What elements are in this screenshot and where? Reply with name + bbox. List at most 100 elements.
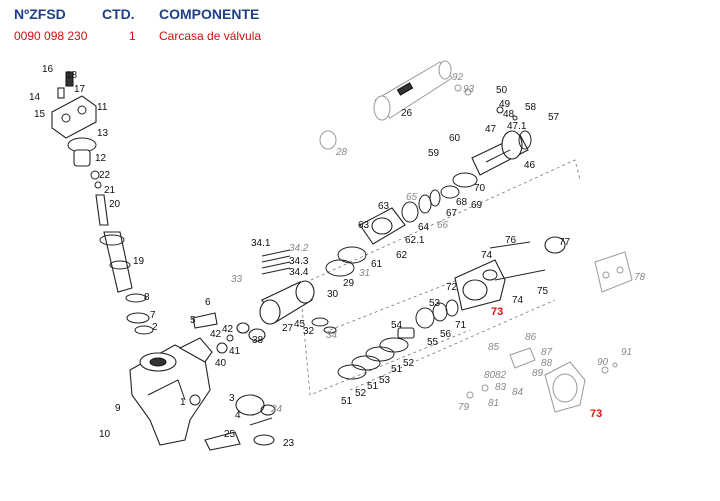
callout-27: 27 — [282, 323, 294, 334]
valve-housing-lower — [466, 347, 618, 413]
callout-84: 84 — [512, 387, 524, 398]
callout-17: 17 — [74, 84, 86, 95]
callout-42b: 42 — [210, 329, 222, 340]
callout-53: 53 — [429, 298, 441, 309]
callout-28: 28 — [335, 147, 348, 158]
callout-33: 33 — [231, 274, 243, 285]
row-part-number: 0090 098 230 — [14, 29, 88, 43]
callout-30: 30 — [327, 289, 339, 300]
callout-80: 80 — [484, 370, 496, 381]
callout-23: 23 — [283, 438, 295, 449]
callout-20: 20 — [109, 199, 121, 210]
sector-shaft-parts — [204, 394, 276, 451]
callout-4: 4 — [235, 410, 241, 421]
callout-54: 54 — [391, 320, 403, 331]
callout-76: 76 — [505, 235, 517, 246]
valve-housing-upper — [397, 236, 566, 339]
callout-34: 34 — [326, 330, 338, 341]
callout-8: 8 — [144, 292, 150, 303]
callout-75: 75 — [537, 286, 549, 297]
callout-83: 83 — [495, 382, 507, 393]
callout-77: 77 — [559, 237, 571, 248]
callout-93: 93 — [463, 84, 475, 95]
callout-32: 32 — [303, 326, 315, 337]
callout-34.2: 34.2 — [289, 243, 309, 254]
callout-41: 41 — [229, 346, 241, 357]
callout-12: 12 — [95, 153, 107, 164]
callout-14: 14 — [29, 92, 41, 103]
steering-shaft — [90, 170, 133, 293]
callout-60: 60 — [449, 133, 461, 144]
callout-40: 40 — [215, 358, 227, 369]
callout-47: 47 — [485, 124, 497, 135]
callout-38: 38 — [252, 335, 264, 346]
callout-52b: 52 — [355, 388, 367, 399]
callout-71: 71 — [455, 320, 467, 331]
callout-3: 3 — [229, 393, 235, 404]
valve-cover-assembly — [51, 71, 97, 167]
header-part-number: NºZFSD — [14, 6, 66, 22]
callout-87: 87 — [541, 347, 553, 358]
callout-85: 85 — [488, 342, 500, 353]
callout-22: 22 — [99, 170, 111, 181]
valve-body — [440, 106, 532, 199]
callout-53b: 53 — [379, 375, 391, 386]
callout-34.3: 34.3 — [289, 256, 309, 267]
callout-51c: 51 — [341, 396, 353, 407]
callout-50: 50 — [496, 85, 508, 96]
callout-55: 55 — [427, 337, 439, 348]
callout-24: 24 — [270, 404, 283, 415]
callout-42: 42 — [222, 324, 234, 335]
callout-7: 7 — [150, 310, 156, 321]
reference-parts — [319, 60, 472, 150]
row-quantity: 1 — [129, 29, 136, 43]
adapter-plate — [325, 189, 441, 277]
callout-48: 48 — [503, 109, 515, 120]
callout-74b: 74 — [512, 295, 524, 306]
callout-6: 6 — [205, 297, 211, 308]
callout-59: 59 — [428, 148, 440, 159]
callout-2: 2 — [152, 322, 158, 333]
callout-66: 66 — [437, 220, 449, 231]
callout-15: 15 — [34, 109, 46, 120]
callout-56: 56 — [440, 329, 452, 340]
callout-63: 63 — [358, 220, 370, 231]
callout-31: 31 — [359, 268, 370, 279]
callout-45: 45 — [294, 319, 306, 330]
callout-62: 62 — [396, 250, 408, 261]
callout-61: 61 — [371, 259, 383, 270]
callout-86: 86 — [525, 332, 537, 343]
assembly-guide-lines — [299, 159, 581, 396]
callout-34.4: 34.4 — [289, 267, 309, 278]
reference-bracket — [594, 251, 633, 293]
callout-58: 58 — [525, 102, 537, 113]
callout-26: 26 — [401, 108, 413, 119]
callout-73-lower: 73 — [590, 408, 602, 420]
callout-72: 72 — [446, 282, 458, 293]
callout-18: 18 — [66, 70, 78, 81]
callout-57: 57 — [548, 112, 560, 123]
header-quantity: CTD. — [102, 6, 135, 22]
callout-34.1: 34.1 — [251, 238, 271, 249]
steering-housing — [129, 337, 213, 446]
callout-49: 49 — [499, 99, 511, 110]
callout-62.1: 62.1 — [405, 235, 425, 246]
callout-64: 64 — [418, 222, 430, 233]
callout-10: 10 — [99, 429, 111, 440]
callout-68: 68 — [456, 197, 468, 208]
callout-29: 29 — [343, 278, 355, 289]
callout-11: 11 — [97, 102, 108, 113]
callout-82: 82 — [495, 370, 507, 381]
callout-5: 5 — [190, 315, 196, 326]
callout-51b: 51 — [367, 381, 379, 392]
callout-74: 74 — [481, 250, 493, 261]
callout-25: 25 — [224, 429, 236, 440]
callout-88: 88 — [541, 358, 553, 369]
callout-69: 69 — [471, 200, 483, 211]
callout-81: 81 — [488, 398, 499, 409]
part-callouts: 16 18 17 14 11 15 13 12 22 21 20 19 8 7 … — [29, 64, 646, 449]
callout-91: 91 — [621, 347, 632, 358]
callout-19: 19 — [133, 256, 145, 267]
callout-65: 65 — [406, 192, 418, 203]
